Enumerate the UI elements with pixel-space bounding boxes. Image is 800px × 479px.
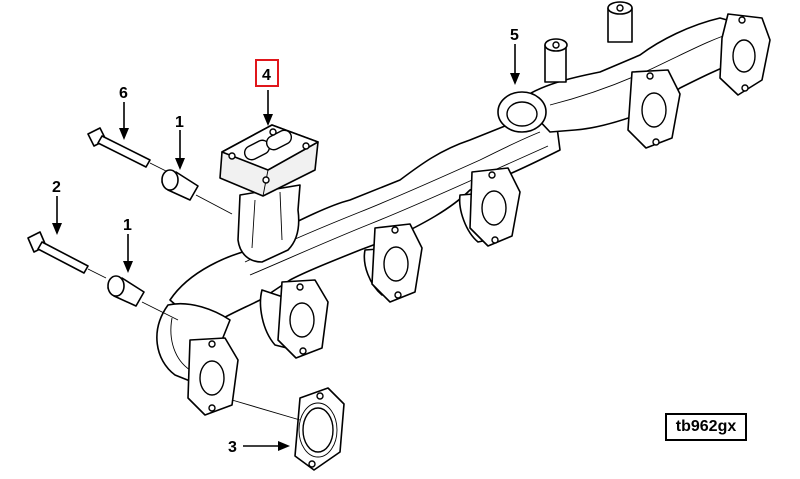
callout-arrows xyxy=(52,44,520,451)
callout-3: 3 xyxy=(228,439,237,456)
gasket xyxy=(231,387,345,471)
callout-5: 5 xyxy=(510,27,519,44)
callout-2: 2 xyxy=(52,179,61,196)
exhaust-manifold xyxy=(156,110,561,416)
reference-code-label: tb962gx xyxy=(665,413,747,441)
spacer-lower xyxy=(107,275,179,321)
callout-6: 6 xyxy=(119,85,128,102)
callout-1-lower: 1 xyxy=(123,217,132,234)
callout-4-highlight-box xyxy=(255,59,279,87)
bolt-lower xyxy=(27,231,107,279)
bolt-upper xyxy=(87,127,169,173)
spacer-upper xyxy=(161,169,233,215)
callout-4: 4 xyxy=(262,67,271,84)
rear-manifold-section xyxy=(497,1,771,149)
callout-1-upper: 1 xyxy=(175,114,184,131)
